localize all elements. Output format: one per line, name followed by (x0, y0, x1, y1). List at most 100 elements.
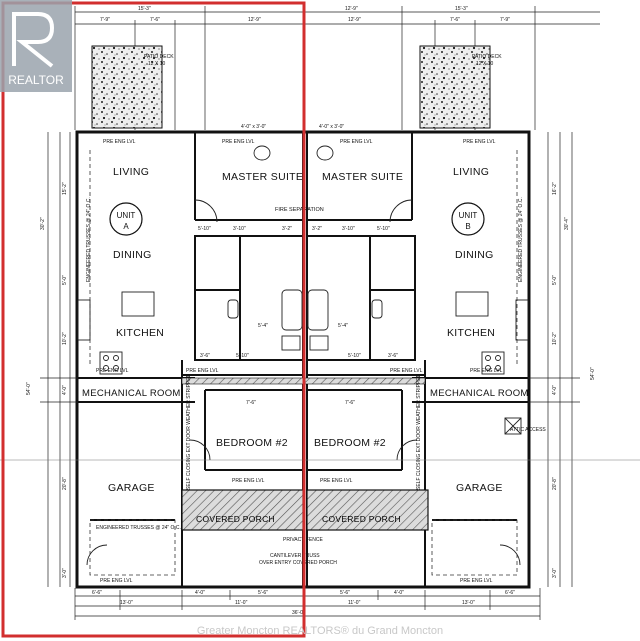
svg-text:5'-10": 5'-10" (198, 226, 211, 232)
dim-top: 7'-6" (150, 17, 160, 23)
dim-left: 30'-2" (40, 217, 46, 230)
room-living-b: LIVING (453, 166, 489, 178)
dim-bottom-total: 36'-0" (292, 610, 305, 616)
note-pre-eng-a5: PRE ENG LVL (232, 478, 265, 484)
svg-text:5'-4": 5'-4" (258, 323, 268, 329)
room-kitchen-a: KITCHEN (116, 327, 164, 339)
patio-deck-a (91, 45, 163, 129)
dim-right: 3'-0" (552, 568, 558, 578)
unit-a-letter: A (123, 222, 129, 231)
svg-text:4'-0": 4'-0" (394, 590, 404, 596)
svg-text:3'-10": 3'-10" (342, 226, 355, 232)
room-mechanical-b: MECHANICAL ROOM (430, 388, 529, 399)
note-trusses-b: ENGINEERED TRUSSES @ 24" O.C. (518, 197, 524, 282)
svg-text:3'-6": 3'-6" (388, 353, 398, 359)
svg-text:5'-10": 5'-10" (348, 353, 361, 359)
realtor-logo-icon (12, 12, 55, 68)
unit-b-letter: B (465, 222, 470, 231)
svg-text:5'-4": 5'-4" (338, 323, 348, 329)
top-dimension-labels: 15'-3" 15'-3" 7'-9" 7'-6" 12'-9" 12'-9" … (100, 6, 510, 23)
svg-text:11'-0": 11'-0" (235, 600, 248, 606)
unit-a-label: UNIT (117, 211, 136, 220)
note-pre-eng-a4: PRE ENG LVL (186, 368, 219, 374)
svg-text:6'-6": 6'-6" (505, 590, 515, 596)
note-pre-eng-b3: PRE ENG LVL (470, 368, 503, 374)
room-dining-b: DINING (455, 249, 494, 261)
dim-top-total-left: 15'-3" (138, 6, 151, 12)
dim-right: 4'-0" (552, 385, 558, 395)
room-living-a: LIVING (113, 166, 149, 178)
note-garage-door-a: SELF CLOSING EXT DOOR WEATHER STRIPPED (186, 373, 192, 490)
inner-dimension-labels: 4'-0" x 3'-0" 4'-0" x 3'-0" 5'-10" 3'-10… (198, 124, 398, 406)
side-dimension-lines (0, 132, 640, 587)
note-cantilever: CANTILEVER TRUSS (270, 553, 320, 559)
svg-text:5'-10": 5'-10" (236, 353, 249, 359)
note-pre-eng-b6: PRE ENG LVL (460, 578, 493, 584)
dim-left-total: 54'-0" (26, 382, 32, 395)
patio-label-b: PATIO DECK (472, 54, 502, 60)
dim-top-total-right: 15'-3" (455, 6, 468, 12)
svg-text:5'-6": 5'-6" (258, 590, 268, 596)
note-pre-eng-a3: PRE ENG LVL (96, 368, 129, 374)
door-swings (86, 199, 521, 566)
dim-right-total: 54'-0" (590, 367, 596, 380)
dim-right: 10'-2" (552, 332, 558, 345)
dim-left: 10'-2" (62, 332, 68, 345)
note-pre-eng-a2: PRE ENG LVL (222, 139, 255, 145)
note-pre-eng-b1: PRE ENG LVL (463, 139, 496, 145)
note-garage-door-b: SELF CLOSING EXT DOOR WEATHER STRIPPED (416, 373, 422, 490)
realtor-badge: REALTOR (0, 0, 72, 92)
svg-text:3'-2": 3'-2" (312, 226, 322, 232)
note-pre-eng-b4: PRE ENG LVL (390, 368, 423, 374)
room-mechanical-a: MECHANICAL ROOM (82, 388, 181, 399)
room-garage-a: GARAGE (108, 482, 155, 494)
svg-text:4'-0" x 3'-0": 4'-0" x 3'-0" (319, 124, 344, 130)
unit-a-highlight-box (1, 1, 306, 638)
note-pre-eng-b5: PRE ENG LVL (320, 478, 353, 484)
unit-b-marker (451, 202, 485, 236)
side-dimension-labels: 15'-2" 30'-2" 5'-0" 10'-2" 4'-0" 20'-8" … (26, 182, 596, 578)
room-porch-a: COVERED PORCH (196, 514, 275, 524)
dim-right: 5'-0" (552, 275, 558, 285)
dim-top: 12'-9" (345, 6, 358, 12)
svg-text:5'-10": 5'-10" (377, 226, 390, 232)
realtor-brand-text: REALTOR (8, 73, 64, 87)
svg-text:4'-0": 4'-0" (195, 590, 205, 596)
fixtures (77, 145, 529, 435)
svg-text:7'-6": 7'-6" (246, 400, 256, 406)
patio-size-a: 12 X 10 (148, 61, 165, 67)
note-over-entry: OVER ENTRY COVERED PORCH (259, 560, 337, 566)
dim-top: 7'-6" (450, 17, 460, 23)
room-bedroom-a: BEDROOM #2 (216, 437, 288, 449)
room-master-b: MASTER SUITE (322, 171, 403, 183)
dim-left: 4'-0" (62, 385, 68, 395)
note-fire-separation: FIRE SEPARATION (275, 207, 324, 213)
patio-size-b: 12 X 10 (476, 61, 493, 67)
room-dining-a: DINING (113, 249, 152, 261)
dim-left: 20'-8" (62, 477, 68, 490)
dashed-lines (89, 150, 518, 576)
covered-porch-a (181, 489, 304, 531)
note-attic-access: ATTIC ACCESS (510, 427, 546, 433)
dim-right: 20'-8" (552, 477, 558, 490)
svg-text:4'-0" x 3'-0": 4'-0" x 3'-0" (241, 124, 266, 130)
dim-right: 30'-4" (564, 217, 570, 230)
unit-b-label: UNIT (459, 211, 478, 220)
svg-text:5'-6": 5'-6" (340, 590, 350, 596)
svg-text:3'-10": 3'-10" (233, 226, 246, 232)
note-trusses-garage: ENGINEERED TRUSSES @ 24" O.C. (96, 525, 181, 531)
dim-top: 12'-9" (348, 17, 361, 23)
note-trusses-a: ENGINEERED TRUSSES @ 24" O.C. (86, 197, 92, 282)
room-garage-b: GARAGE (456, 482, 503, 494)
patio-label-a: PATIO DECK (144, 54, 174, 60)
dim-top: 7'-9" (100, 17, 110, 23)
svg-text:13'-0": 13'-0" (462, 600, 475, 606)
dim-right: 16'-2" (552, 182, 558, 195)
room-master-a: MASTER SUITE (222, 171, 303, 183)
note-pre-eng-b2: PRE ENG LVL (340, 139, 373, 145)
dim-top: 7'-9" (500, 17, 510, 23)
svg-text:7'-6": 7'-6" (345, 400, 355, 406)
dim-top: 12'-9" (248, 17, 261, 23)
room-kitchen-b: KITCHEN (447, 327, 495, 339)
